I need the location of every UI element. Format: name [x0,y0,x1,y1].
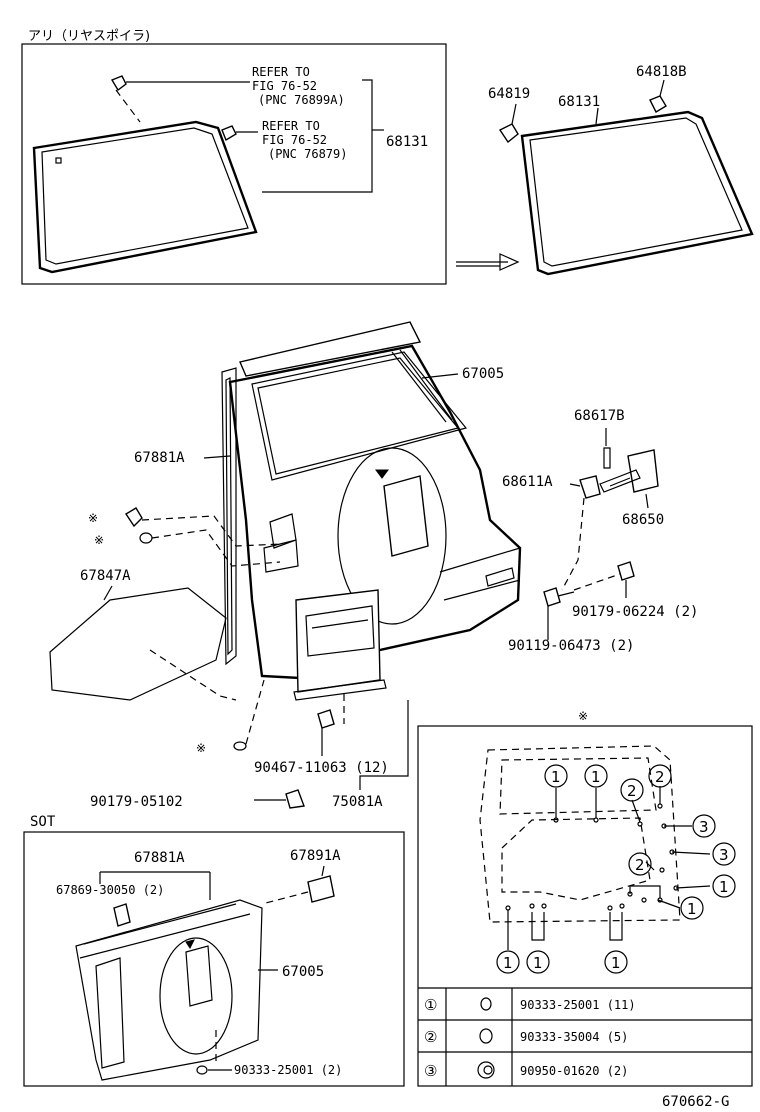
sot-door-panel-label: 67005 [282,964,324,980]
weatherstrip-label: 67881A [134,450,185,466]
svg-text:※: ※ [196,741,206,755]
refer-note-2: REFER TO FIG 76-52 (PNC 76879) [262,119,347,161]
legend-row-1: ① 90333-25001 (11) [424,996,636,1014]
svg-text:1: 1 [687,900,697,918]
sot-pad-label: 67891A [290,848,341,864]
svg-text:1: 1 [611,954,621,972]
clip-b-label: 64818B [636,64,687,80]
svg-text:REFER TO: REFER TO [262,119,320,133]
sot-clip-label: 90333-25001 (2) [234,1063,342,1077]
svg-text:2: 2 [635,856,645,874]
rear-glass [520,110,754,276]
svg-text:③: ③ [424,1062,437,1080]
hinge-nut [617,561,635,581]
spoiler-clip-top [110,75,250,123]
svg-text:1: 1 [719,878,729,896]
svg-text:REFER TO: REFER TO [252,65,310,79]
nut-label: 90179-05102 [90,794,183,810]
back-door-panel [228,321,522,680]
svg-text:1: 1 [551,768,561,786]
sot-clip [196,1030,232,1075]
svg-text:90333-25001 (11): 90333-25001 (11) [520,998,636,1012]
rear-glass-with-spoiler [32,120,258,274]
svg-text:90950-01620 (2): 90950-01620 (2) [520,1064,628,1078]
svg-text:①: ① [424,996,437,1014]
detail-asterisk: ※ [578,709,588,723]
weatherstrip [221,367,237,666]
hinge-pin [603,447,611,469]
door-panel-label: 67005 [462,366,504,382]
bolt-b-label: 90119-06473 (2) [508,638,634,654]
cover-label: 67847A [80,568,131,584]
hinge-bolt [543,587,575,607]
refer-note-1: REFER TO FIG 76-52 (PNC 76899A) [252,65,345,107]
hinge-pin-label: 68617B [574,408,625,424]
svg-text:1: 1 [533,954,543,972]
svg-text:3: 3 [699,818,709,836]
svg-text:1: 1 [591,768,601,786]
legend-row-3: ③ 90950-01620 (2) [424,1061,628,1080]
detail-frame [417,725,753,1087]
legend-table [418,987,752,1086]
plate-label: 75081A [332,794,383,810]
asterisk-clip-2: ※ [94,529,281,567]
plate-leader [359,700,409,790]
svg-text:3: 3 [719,846,729,864]
nut [254,789,305,809]
glass-clip-left [498,103,519,144]
plate-clip [317,694,345,756]
svg-text:(PNC 76879): (PNC 76879) [268,147,347,161]
svg-text:※: ※ [94,533,104,547]
inner-cover [49,587,237,701]
top-box-frame [21,43,447,285]
svg-text:2: 2 [627,782,637,800]
clip-label: 90467-11063 (12) [254,760,389,776]
svg-text:1: 1 [503,954,513,972]
svg-text:2: 2 [655,768,665,786]
svg-text:(PNC 76899A): (PNC 76899A) [258,93,345,107]
glass-clip-right [649,79,667,113]
asterisk-grommet: ※ [196,679,265,755]
detail-leaders [507,786,711,950]
sot-weatherstrip-label: 67881A [134,850,185,866]
detail-callouts: 1 1 2 2 3 3 2 1 1 1 1 1 [496,764,736,974]
bolt-a-label: 90179-06224 (2) [572,604,698,620]
sot-screw-label: 67869-30050 (2) [56,883,164,897]
asterisk-clip-1: ※ [88,507,283,547]
hinge-label: 68650 [622,512,664,528]
sot-door-inner [75,899,263,1081]
hinge [599,449,659,493]
clip-a-label: 64819 [488,86,530,102]
sot-pad [307,875,335,903]
detail-door-outline [479,745,681,923]
license-plate-garnish [293,589,387,701]
legend-row-2: ② 90333-35004 (5) [424,1028,628,1046]
sot-frame [23,831,405,1087]
sot-screw [113,903,131,927]
spoiler-clip-side [221,125,258,142]
figure-code: 670662-G [662,1094,729,1110]
right-glass-label: 68131 [558,94,600,110]
top-box-label: アリ（リヤスポイラ) [28,29,150,44]
sot-label: SOT [30,814,56,830]
hinge-link [579,475,601,499]
hinge-link-label: 68611A [502,474,553,490]
svg-text:FIG 76-52: FIG 76-52 [252,79,317,93]
glass-bracket [262,79,373,193]
svg-text:※: ※ [88,511,98,525]
transition-arrow [456,253,520,271]
svg-text:FIG 76-52: FIG 76-52 [262,133,327,147]
glass-part-label: 68131 [386,134,428,150]
svg-text:②: ② [424,1028,437,1046]
svg-text:90333-35004 (5): 90333-35004 (5) [520,1030,628,1044]
